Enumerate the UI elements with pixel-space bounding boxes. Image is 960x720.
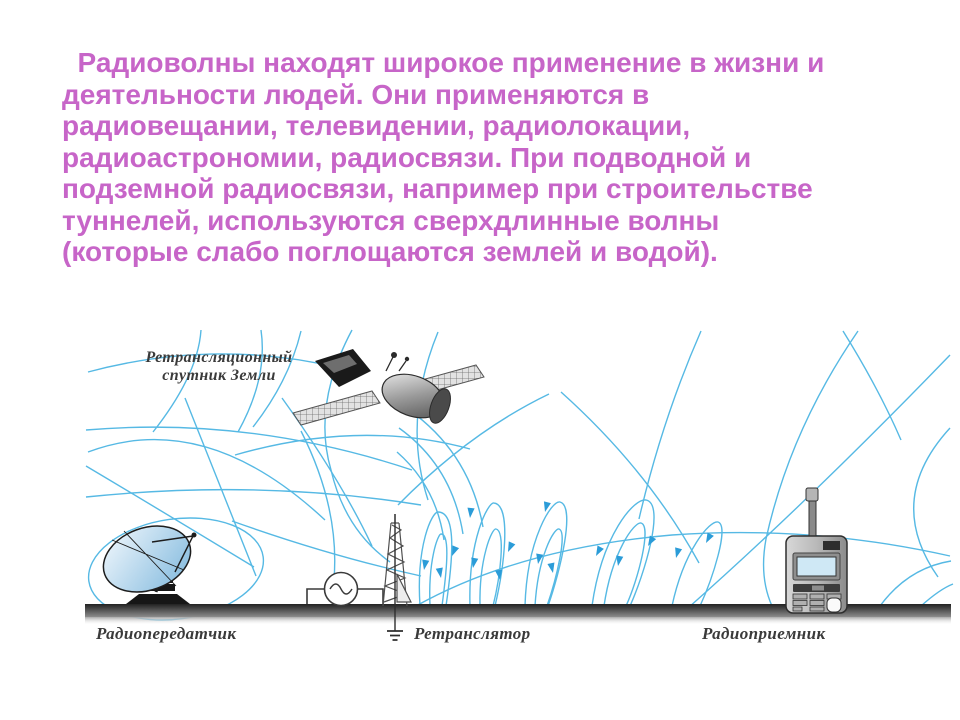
satellite-icon xyxy=(292,349,485,426)
satellite-dish-icon xyxy=(102,525,197,604)
wave-arcs xyxy=(85,329,954,621)
ground-surface xyxy=(85,604,951,625)
antenna-tower-icon xyxy=(382,514,412,631)
satellite-label: Ретрансляционный спутник Земли xyxy=(145,349,293,384)
field-arrow-icons xyxy=(420,501,714,581)
repeater-label: Ретранслятор xyxy=(414,624,531,643)
body-text: Радиоволны находят широкое применение в … xyxy=(62,47,825,267)
mobile-phone-icon xyxy=(785,487,848,614)
receiver-label: Радиоприемник xyxy=(702,624,826,643)
earth-ground-icon xyxy=(387,630,403,641)
ac-generator-icon xyxy=(306,571,384,607)
transmitter-label: Радиопередатчик xyxy=(96,624,237,643)
